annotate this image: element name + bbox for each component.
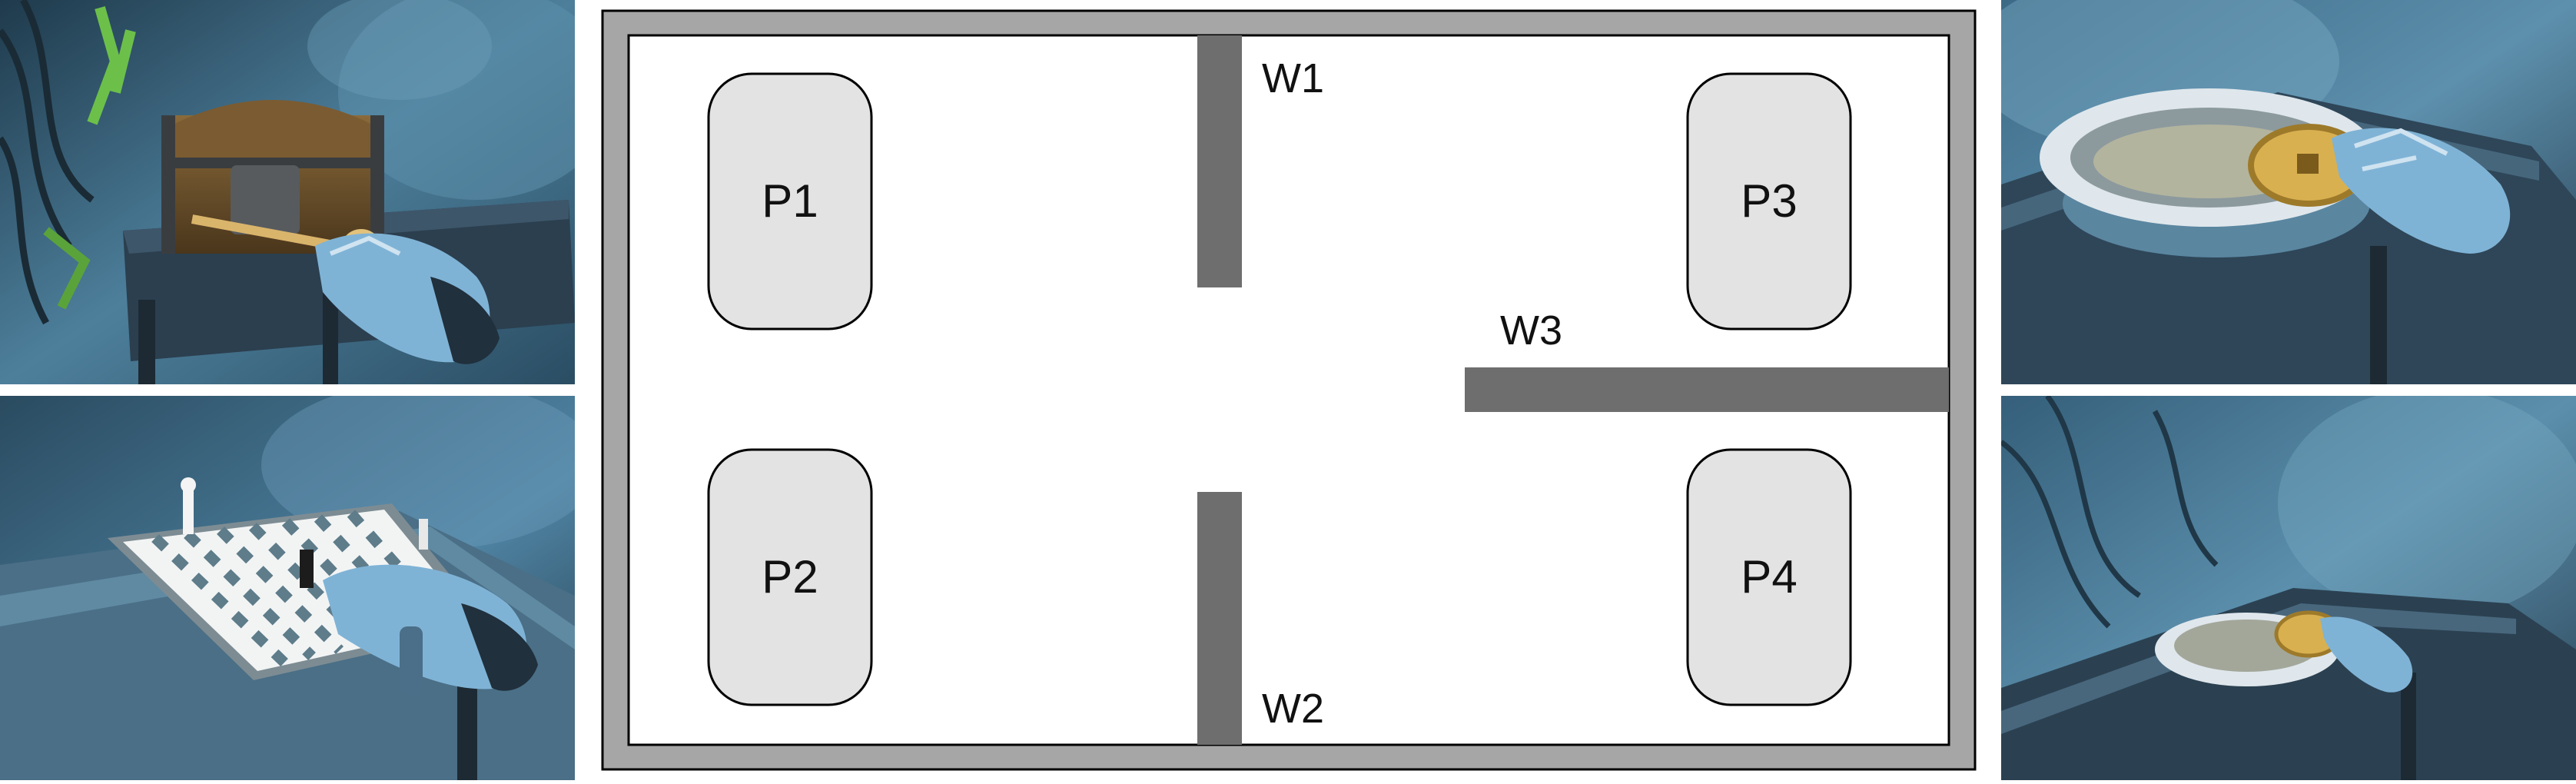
wall-w3 — [1465, 367, 1949, 412]
floor-plan: W1 W2 W3 P1 P2 P3 P4 — [592, 0, 1986, 780]
platform-p4 — [1686, 448, 1852, 706]
wall-label-w2: W2 — [1262, 686, 1324, 732]
wall-label-w1: W1 — [1262, 55, 1324, 101]
platform-label-p1: P1 — [762, 175, 818, 227]
platform-label-p2: P2 — [762, 551, 818, 603]
platform-p1 — [707, 72, 873, 331]
wall-w2 — [1197, 492, 1242, 745]
scene-treasure-chest — [0, 0, 575, 384]
platform-label-p4: P4 — [1741, 551, 1797, 603]
scene-chess-board — [0, 396, 575, 780]
scene-stone-bowl-coin-2 — [2001, 396, 2576, 780]
wall-w1 — [1197, 35, 1242, 287]
wall-label-w3: W3 — [1500, 307, 1562, 354]
scene-stone-bowl-coin-1 — [2001, 0, 2576, 384]
platform-label-p3: P3 — [1741, 175, 1797, 227]
platform-p3 — [1686, 72, 1852, 331]
platform-p2 — [707, 448, 873, 706]
